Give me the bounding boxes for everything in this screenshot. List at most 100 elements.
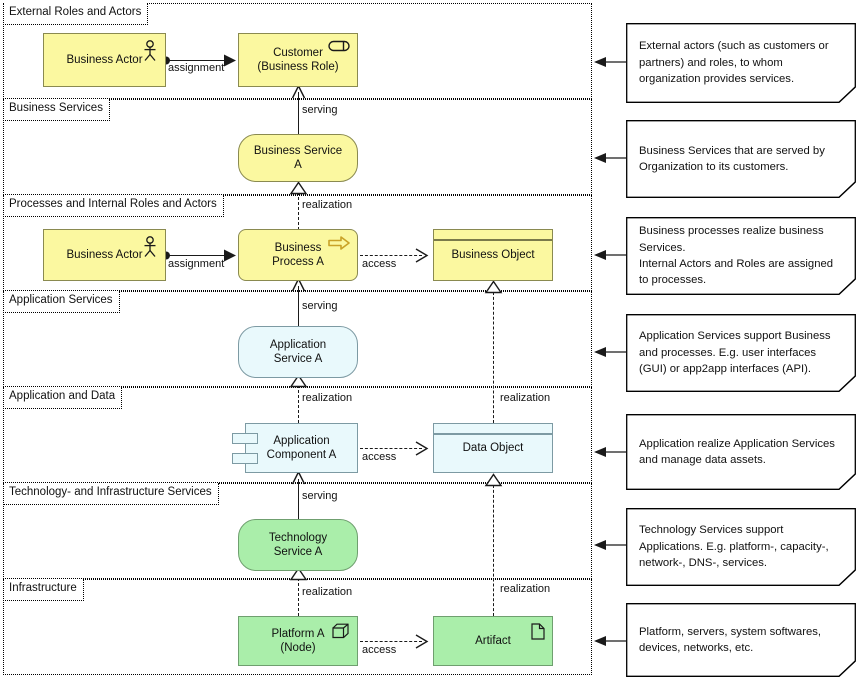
element-technology-service-a[interactable]: Technology Service A [238,519,358,571]
connector-label-access-3-text: access [362,644,397,656]
element-label-line2: (Business Role) [257,61,339,73]
element-business-actor-external[interactable]: Business Actor [43,33,166,87]
connector-access-1-arrowhead [415,248,429,263]
layer-label-technology-services: Technology- and Infrastructure Services [3,483,219,505]
note-processes: Business processes realize business Serv… [626,217,856,295]
element-label: Application Service A [256,338,340,367]
connector-label-access-1: access [362,258,396,270]
note-arrow-business-services [594,153,628,163]
note-application-and-data: Application realize Application Services… [626,414,856,490]
element-business-service-a[interactable]: Business Service A [238,134,358,182]
connector-access-2-line [360,448,422,449]
connector-realization-2-line [298,385,299,423]
element-label: Business Service A [253,144,343,171]
node-icon [332,623,349,639]
connector-label-access-2-text: access [362,451,397,463]
note-text: Application Services support Business an… [639,330,831,376]
note-shape [626,217,856,295]
note-business-services: Business Services that are served by Org… [626,120,856,198]
layer-band-business-services [3,99,592,195]
connector-realization-5-line [493,485,494,616]
connector-realization-1-arrowhead [289,181,308,195]
layer-label-infrastructure-text: Infrastructure [9,582,77,594]
process-arrow-icon [328,236,350,250]
connector-label-serving-1: serving [302,104,337,116]
connector-realization-4-arrowhead [289,567,308,581]
layer-label-application-and-data-text: Application and Data [9,390,116,402]
connector-label-assignment-1-text: assignment [168,62,225,74]
layer-label-external: External Roles and Actors [3,3,149,25]
connector-label-serving-3: serving [302,490,337,502]
connector-access-2-arrowhead [415,441,429,456]
connector-realization-3-arrowhead [484,280,503,294]
note-shape [626,603,856,677]
layer-label-business-services-text: Business Services [9,102,103,114]
note-text: External actors (such as customers or pa… [639,40,829,86]
element-label-line2: Component A [266,449,337,461]
layer-label-processes-text: Processes and Internal Roles and Actors [9,198,217,210]
note-arrow-external [594,57,628,67]
note-text: Platform, servers, system softwares, dev… [639,625,822,654]
connector-serving-2-line [298,286,299,326]
element-platform-a-node[interactable]: Platform A (Node) [238,616,358,666]
connector-serving-1-line [298,92,299,134]
connector-label-realization-3: realization [500,392,550,404]
element-business-process-a[interactable]: Business Process A [238,229,358,281]
element-application-service-a[interactable]: Application Service A [238,326,358,378]
connector-label-access-3: access [362,644,396,656]
connector-realization-4-line [298,578,299,616]
note-technology-services: Technology Services support Applications… [626,508,856,586]
element-label: Customer (Business Role) [243,46,352,75]
element-label: Business Object [451,248,535,261]
element-label-line1: Customer [273,46,323,59]
actor-icon [144,236,156,257]
note-application-services: Application Services support Business an… [626,314,856,392]
layer-label-processes: Processes and Internal Roles and Actors [3,195,224,217]
connector-label-realization-5-text: realization [500,583,551,595]
note-arrow-processes [594,250,628,260]
connector-label-access-1-text: access [362,258,397,270]
layer-label-application-services-text: Application Services [9,294,113,306]
element-application-component-a[interactable]: Application Component A [232,423,358,473]
connector-label-assignment-2-text: assignment [168,258,225,270]
connector-label-realization-1: realization [302,199,352,211]
note-shape [626,23,856,103]
note-shape [626,120,856,198]
note-text: Business processes realize business Serv… [639,225,834,287]
element-label: Data Object [462,441,524,454]
connector-label-realization-3-text: realization [500,392,551,404]
element-data-object[interactable]: Data Object [433,423,553,473]
connector-access-1-line [360,255,422,256]
connector-serving-3-line [298,479,299,519]
element-label: Business Process A [272,241,324,268]
element-artifact[interactable]: Artifact [433,616,553,666]
connector-realization-1-line [298,192,299,230]
connector-label-serving-3-text: serving [302,490,338,502]
element-label: Platform A (Node) [257,627,338,656]
layer-band-application-and-data [3,387,592,483]
connector-realization-3-line [493,292,494,423]
element-label-line2: Service A [273,546,323,558]
note-arrow-application-and-data [594,447,628,457]
connector-label-realization-5: realization [500,583,550,595]
connector-label-serving-1-text: serving [302,104,338,116]
connector-label-assignment-1: assignment [168,62,224,74]
actor-icon [144,40,156,61]
element-label: Business Actor [66,53,143,66]
component-icon [232,433,258,444]
note-text: Business Services that are served by Org… [639,144,825,173]
element-label: Business Actor [66,248,143,261]
element-label: Technology Service A [255,531,341,560]
connector-label-realization-1-text: realization [302,199,353,211]
element-customer-role[interactable]: Customer (Business Role) [238,33,358,87]
layer-label-application-and-data: Application and Data [3,387,123,409]
business-role-icon [328,40,350,52]
layer-band-external [3,3,592,99]
note-shape [626,508,856,586]
note-shape [626,314,856,392]
element-business-object[interactable]: Business Object [433,229,553,281]
connector-label-realization-4-text: realization [302,586,353,598]
element-business-actor-internal[interactable]: Business Actor [43,229,166,281]
layer-label-technology-services-text: Technology- and Infrastructure Services [9,486,212,498]
